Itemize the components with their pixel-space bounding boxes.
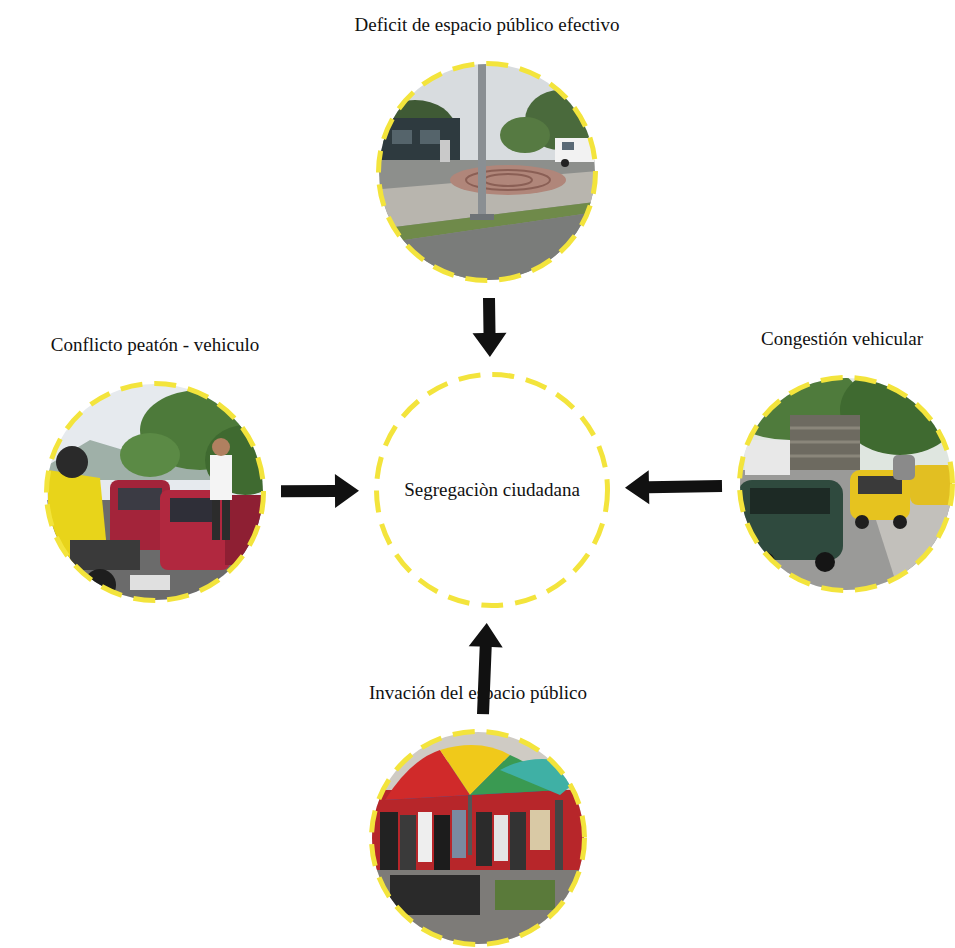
circle-heading: Conflicto peatón - vehiculo	[51, 333, 259, 357]
photo-circle: Invación del espacio público	[367, 681, 589, 948]
photo-detail	[790, 427, 860, 430]
block-arrow	[281, 474, 359, 508]
dashed-outline	[47, 384, 264, 601]
photo-detail	[530, 810, 550, 850]
photo-detail	[478, 60, 486, 218]
photo-detail	[452, 810, 466, 858]
photo-detail	[893, 515, 907, 529]
photo-detail	[815, 552, 835, 572]
dashed-circle	[735, 373, 955, 595]
photo-detail	[120, 433, 180, 477]
photo-detail	[745, 440, 790, 475]
traffic-photo	[720, 360, 955, 595]
dashed-outline	[372, 732, 585, 945]
dashed-circle	[374, 59, 600, 285]
dashed-circle	[367, 727, 589, 948]
dashed-circle	[42, 379, 268, 605]
photo-detail	[160, 490, 230, 570]
circle-frame	[374, 59, 600, 285]
photo-detail	[562, 142, 574, 150]
center-text-block: Segregaciòn ciudadana	[404, 478, 580, 502]
photo-detail	[855, 515, 869, 529]
photo-detail	[510, 812, 526, 870]
photo-detail	[40, 380, 270, 610]
photo-detail	[790, 455, 860, 458]
photo-detail	[70, 540, 140, 570]
photo-detail	[222, 500, 230, 540]
photo-circle: Congestión vehicular	[731, 327, 953, 595]
photo-detail	[500, 117, 550, 153]
photo-detail	[561, 159, 569, 167]
photo-detail	[750, 488, 830, 514]
photo-detail	[370, 160, 610, 290]
dashed-outline	[379, 64, 596, 281]
photo-detail	[500, 759, 590, 795]
photo-detail	[790, 441, 860, 444]
photo-detail	[56, 446, 88, 478]
photo-detail	[130, 575, 170, 590]
photo-circle: Conflicto peatón - vehiculo	[42, 333, 268, 605]
photo-detail	[440, 140, 450, 162]
center-label: Segregaciòn ciudadana	[404, 478, 580, 502]
photo-detail	[118, 488, 162, 510]
photo-detail	[420, 130, 440, 144]
block-arrow	[625, 470, 722, 504]
photo-detail	[450, 165, 566, 195]
photo-detail	[484, 174, 532, 186]
vendor-photo	[365, 728, 595, 948]
circle-heading: Deficit de espacio público efectivo	[355, 13, 620, 37]
photo-detail	[400, 815, 416, 870]
photo-detail	[738, 480, 843, 560]
photo-detail	[720, 360, 860, 440]
photo-detail	[390, 875, 480, 915]
circle-heading: Invación del espacio público	[369, 681, 587, 705]
street-photo	[40, 380, 285, 610]
photo-detail	[790, 415, 860, 470]
photo-detail	[380, 812, 398, 872]
photo-detail	[434, 815, 450, 871]
photo-detail	[212, 438, 230, 456]
photo-detail	[476, 812, 492, 866]
photo-detail	[212, 500, 220, 540]
photo-detail	[910, 465, 955, 505]
plaza-photo	[370, 60, 610, 290]
photo-detail	[893, 455, 915, 480]
photo-detail	[470, 214, 494, 220]
photo-detail	[380, 118, 460, 166]
dashed-outline	[377, 375, 608, 606]
photo-detail	[84, 569, 116, 601]
center-circle: Segregaciòn ciudadana	[372, 370, 612, 610]
photo-detail	[392, 130, 412, 144]
photo-circle: Deficit de espacio público efectivo	[353, 13, 622, 285]
block-arrow	[473, 298, 507, 357]
photo-detail	[468, 795, 472, 855]
photo-detail	[495, 880, 555, 910]
photo-detail	[365, 790, 595, 870]
circle-frame	[42, 379, 268, 605]
photo-detail	[555, 800, 563, 870]
photo-detail	[418, 812, 432, 862]
photo-detail	[365, 728, 595, 948]
circle-frame	[367, 727, 589, 948]
photo-detail	[210, 455, 232, 500]
photo-detail	[370, 210, 610, 290]
circle-heading: Congestión vehicular	[761, 327, 923, 351]
dashed-outline	[740, 378, 953, 591]
circle-frame	[735, 373, 955, 595]
photo-detail	[494, 815, 508, 861]
